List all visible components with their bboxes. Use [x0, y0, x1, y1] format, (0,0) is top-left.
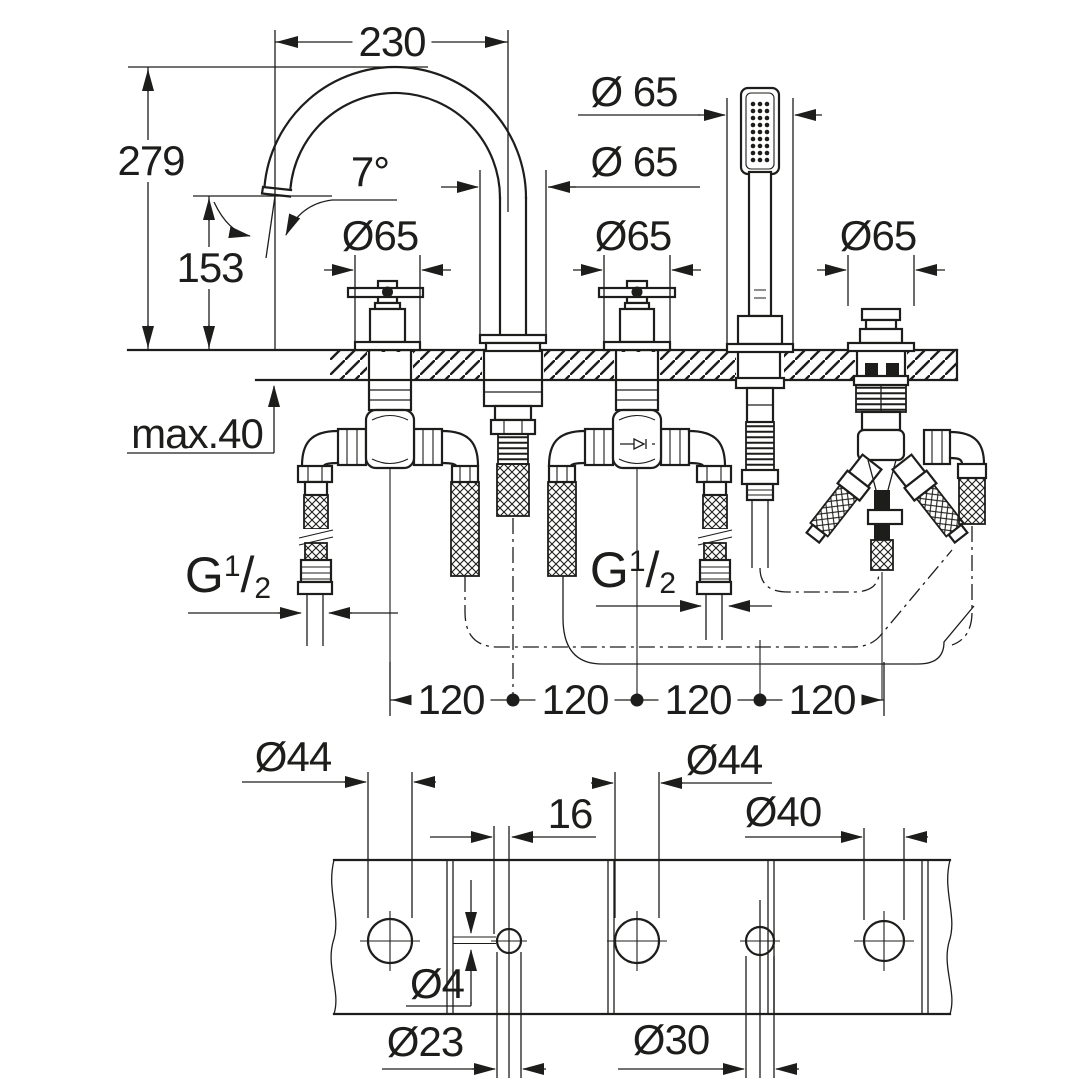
left-valve-body: [296, 378, 480, 646]
underdeck-plumbing: [296, 374, 988, 700]
dim-thread-left: G1/2: [184, 547, 272, 605]
dim-hole-spacing-3: 120: [658, 679, 738, 721]
diverter-tee: [805, 374, 988, 571]
dim-outlet-angle: 7°: [350, 148, 390, 195]
handshower-spray-face: [750, 101, 770, 163]
dim-hole-spacing-1: 120: [411, 679, 491, 721]
plan-dimensions: [242, 772, 928, 1078]
cross-handle-valve-left: [346, 279, 425, 352]
dim-spout-escutcheon: Ø 65: [590, 138, 678, 185]
cross-handle-valve-right: [597, 279, 677, 352]
dim-left-valve-escutcheon: Ø65: [341, 212, 419, 259]
dim-outlet-height: 153: [170, 247, 250, 289]
dim-pilot-hole-offset: 16: [547, 790, 594, 837]
deck-section: [126, 348, 959, 382]
dim-overall-height: 279: [111, 140, 191, 182]
right-valve-body: [547, 378, 733, 640]
dim-handshower-escutcheon: Ø 65: [590, 68, 678, 115]
dim-pilot-hole-diameter: Ø4: [409, 960, 465, 1007]
spout-shank: [482, 378, 544, 517]
elevation-view: [126, 30, 988, 716]
dim-hole5-diameter: Ø40: [744, 788, 822, 835]
dim-hole4-diameter: Ø30: [632, 1016, 710, 1063]
dim-spout-reach: 230: [352, 21, 432, 63]
spout: [260, 65, 548, 353]
dim-hole1-diameter: Ø44: [254, 733, 332, 780]
dim-hole-spacing-2: 120: [535, 679, 615, 721]
dim-hole2-diameter: Ø23: [386, 1018, 464, 1065]
handshower: [725, 86, 795, 354]
dim-hole-spacing-4: 120: [782, 679, 862, 721]
dim-diverter-escutcheon: Ø65: [839, 212, 917, 259]
diverter-knob: [846, 307, 916, 353]
dim-right-valve-escutcheon: Ø65: [594, 212, 672, 259]
dim-max-deck-thickness: max.40: [131, 410, 264, 457]
dim-thread-right: G1/2: [589, 542, 677, 600]
handshower-shank: [734, 376, 786, 568]
plan-view: [242, 772, 953, 1078]
dim-hole3-diameter: Ø44: [685, 736, 763, 783]
